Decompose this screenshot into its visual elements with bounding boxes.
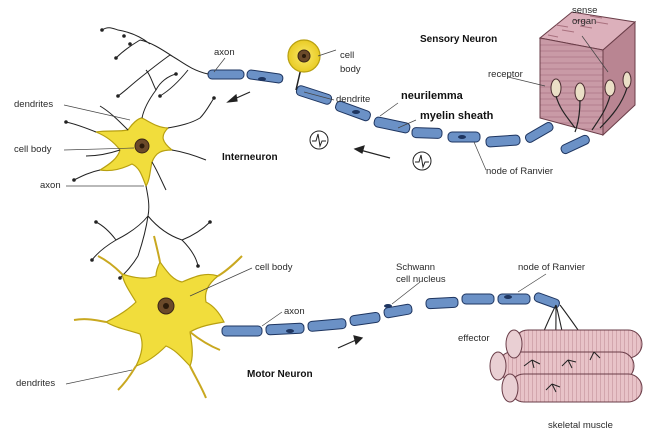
neurilemma-label: neurilemma — [401, 90, 463, 102]
myelin-sheath-label: myelin sheath — [420, 110, 494, 122]
axon-left-label: axon — [40, 180, 61, 191]
motor-neuron — [73, 235, 595, 399]
interneuron-title: Interneuron — [222, 152, 278, 163]
node-of-ranvier-top-label: node of Ranvier — [486, 166, 554, 177]
motor-dendrites — [73, 235, 243, 399]
node-of-ranvier-bottom-label: node of Ranvier — [518, 262, 586, 273]
skeletal-muscle — [489, 329, 643, 403]
dendrites-top-label: dendrites — [14, 99, 54, 110]
motor-neuron-title: Motor Neuron — [247, 369, 313, 380]
motor-schwann-nuclei — [286, 295, 512, 333]
cell-body-top-label-line2: body — [340, 64, 361, 75]
cell-body-top-label-line1: cell — [340, 50, 355, 61]
receptor-label: receptor — [488, 69, 523, 80]
axon-motor-label: axon — [284, 306, 305, 317]
motor-axon — [221, 292, 560, 337]
schwann-label-line1: Schwann — [396, 262, 436, 273]
direction-arrows — [226, 91, 391, 349]
dendrite-label: dendrite — [336, 94, 371, 105]
sensory-axon — [207, 69, 590, 155]
sensory-cell-body — [287, 39, 321, 91]
motor-end-plates — [523, 351, 601, 393]
sense-organ-label-line1: sense — [572, 5, 598, 16]
cell-body-motor-label: cell body — [255, 262, 293, 273]
axon-top-label: axon — [214, 47, 235, 58]
interneuron — [64, 69, 216, 280]
action-potential-icon-1 — [309, 130, 329, 150]
cell-body-left-label: cell body — [14, 144, 52, 155]
schwann-label-line2: cell nucleus — [396, 274, 446, 285]
sensory-neuron — [100, 11, 637, 155]
action-potential-icon-2 — [412, 151, 432, 171]
interneuron-axon — [91, 185, 211, 279]
interneuron-terminal-knobs — [64, 72, 216, 280]
effector-label: effector — [458, 333, 490, 344]
sensory-terminal-branches — [101, 27, 209, 97]
sense-organ — [538, 11, 637, 137]
sense-organ-label-line2: organ — [572, 16, 597, 27]
sensory-terminal-knobs — [100, 28, 162, 98]
sensory-neuron-title: Sensory Neuron — [420, 34, 498, 45]
interneuron-cell-body — [93, 117, 174, 188]
skeletal-muscle-label: skeletal muscle — [548, 420, 613, 431]
sensory-nuclei — [258, 77, 466, 139]
dendrites-bottom-label: dendrites — [16, 378, 56, 389]
leader-lines — [63, 35, 609, 385]
